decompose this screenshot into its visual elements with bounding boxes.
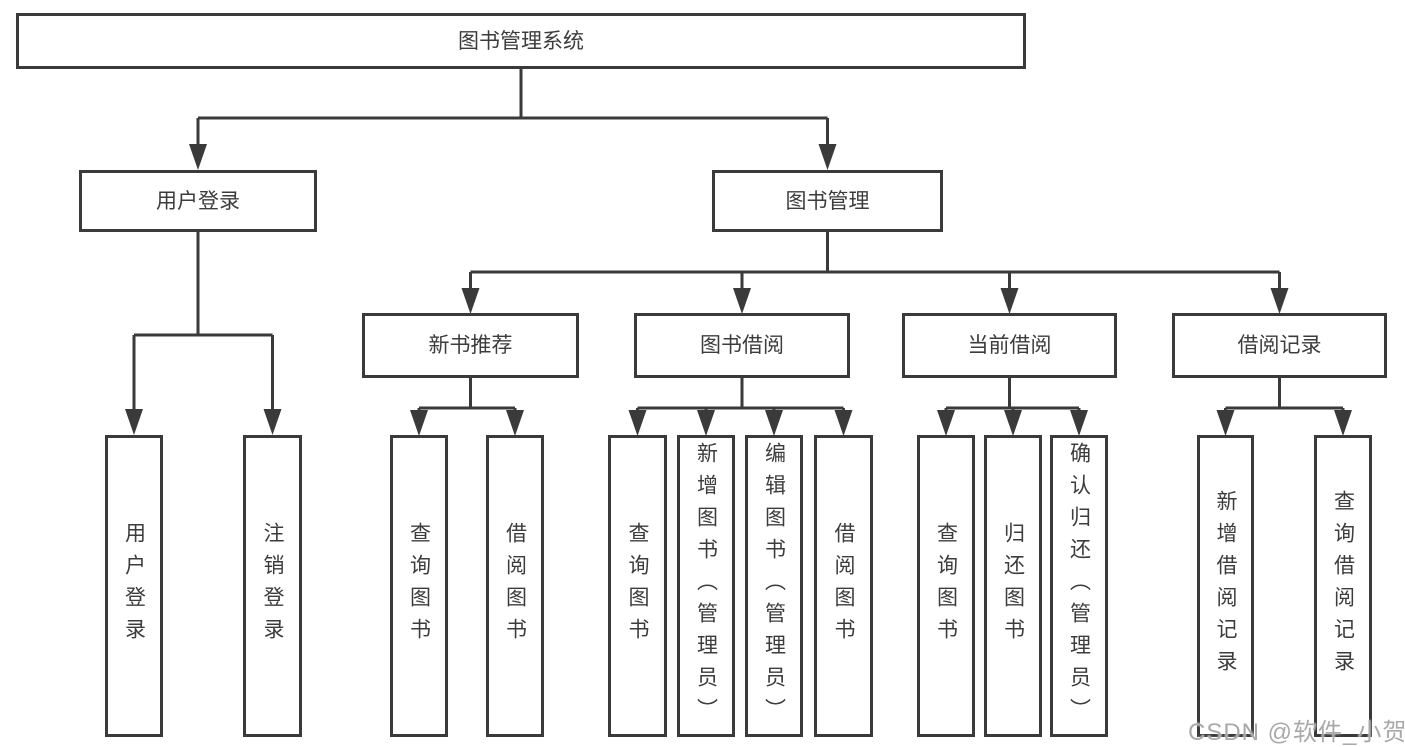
node-user-login: 用户登录 [79, 170, 317, 232]
arrowhead [818, 144, 837, 170]
csdn-watermark: CSDN @软件_小贺同学 [1188, 719, 1405, 746]
arrowhead [834, 410, 853, 436]
node-library-management-system: 图书管理系统 [16, 13, 1026, 69]
arrowhead [628, 410, 647, 436]
arrowhead [1000, 288, 1019, 314]
connector-new-book-recommend-children [410, 378, 524, 436]
connector-book-management-children [461, 232, 1289, 314]
connector-root-to-level1 [189, 68, 837, 170]
arrowhead [733, 288, 751, 314]
leaf-add-books-admin: 新增图书（管理员） [677, 435, 735, 737]
arrowhead [506, 410, 524, 436]
leaf-logout-login: 注销登录 [243, 435, 302, 737]
connector-current-borrow-children [937, 378, 1088, 436]
arrowhead [263, 409, 282, 435]
arrowhead [697, 410, 715, 436]
arrowhead [937, 410, 955, 436]
arrowhead [189, 144, 207, 170]
leaf-borrow-books-recommend: 借阅图书 [486, 435, 544, 737]
leaf-borrow-books: 借阅图书 [814, 435, 873, 737]
node-borrow-records: 借阅记录 [1172, 313, 1387, 378]
arrowhead [765, 410, 783, 436]
leaf-query-borrow-record: 查询借阅记录 [1314, 435, 1372, 737]
arrowhead [1334, 410, 1352, 436]
leaf-query-books-borrow: 查询图书 [608, 435, 667, 737]
arrowhead [1004, 410, 1022, 436]
leaf-confirm-return-admin: 确认归还（管理员） [1050, 435, 1108, 737]
arrowhead [1216, 410, 1235, 436]
arrowhead [410, 410, 428, 436]
leaf-add-borrow-record: 新增借阅记录 [1197, 435, 1254, 737]
arrowhead [1070, 410, 1088, 436]
leaf-return-books: 归还图书 [984, 435, 1042, 737]
arrowhead [1270, 288, 1289, 314]
arrowhead [125, 409, 143, 435]
node-book-borrow: 图书借阅 [634, 313, 850, 378]
connector-borrow-records-children [1216, 378, 1352, 436]
leaf-edit-books-admin: 编辑图书（管理员） [745, 435, 803, 737]
leaf-user-login: 用户登录 [105, 435, 163, 737]
leaf-query-books-recommend: 查询图书 [390, 435, 448, 737]
node-current-borrow: 当前借阅 [902, 313, 1117, 378]
connector-user-login-children [125, 232, 282, 435]
node-new-book-recommend: 新书推荐 [362, 313, 579, 378]
node-book-management: 图书管理 [712, 170, 943, 232]
connector-book-borrow-children [628, 378, 853, 436]
arrowhead [461, 288, 480, 314]
leaf-query-books-current: 查询图书 [917, 435, 975, 737]
